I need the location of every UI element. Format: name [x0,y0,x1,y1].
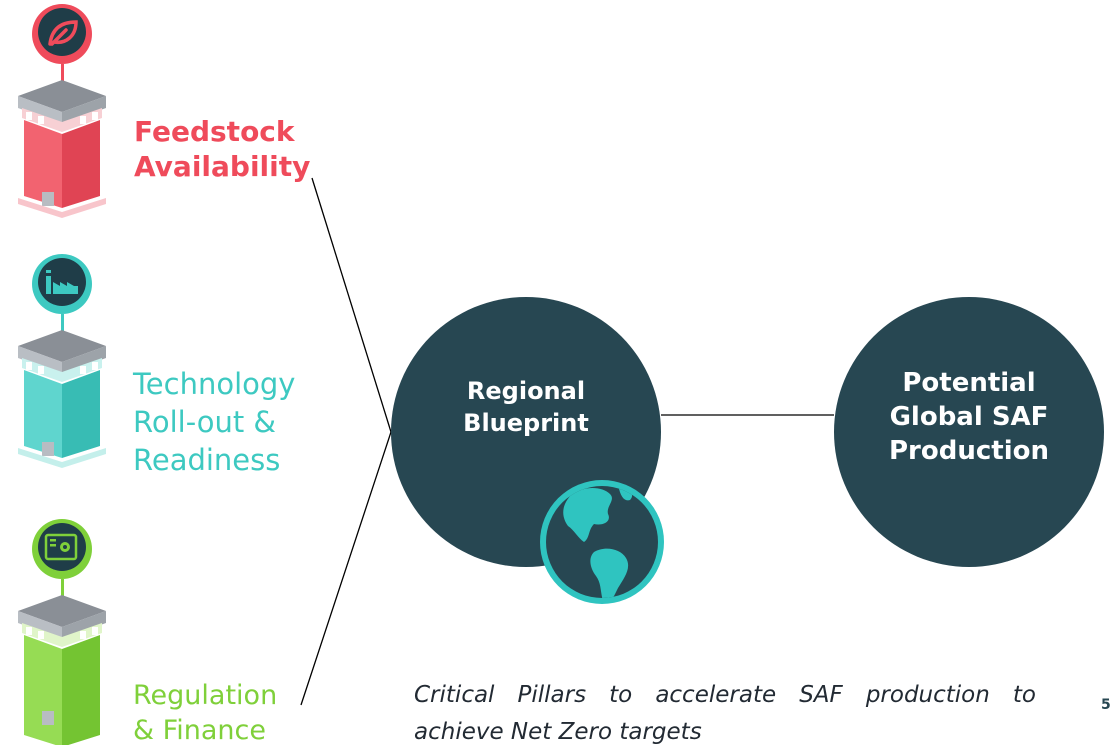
global-saf-production-node: Potential Global SAF Production [834,297,1104,567]
globe-icon [540,480,664,604]
caption: Critical Pillars to accelerate SAF produ… [414,682,1036,745]
regional-blueprint-label: Regional Blueprint [463,377,589,437]
technology-tower [18,254,106,468]
leaf-icon [32,4,92,64]
pillar-label-technology: Technology Roll-out & Readiness [133,367,296,477]
page-number: 5 [1101,697,1111,713]
feedstock-tower [18,4,106,218]
global-saf-production-label: Potential Global SAF Production [889,368,1049,466]
gear-document-icon [32,519,92,579]
factory-icon [32,254,92,314]
connector-regulation [300,431,392,706]
regulation-tower [18,519,106,745]
pillar-label-regulation: Regulation & Finance [133,680,278,746]
connector-feedstock [311,177,392,433]
pillar-label-feedstock: Feedstock Availability [134,115,311,183]
